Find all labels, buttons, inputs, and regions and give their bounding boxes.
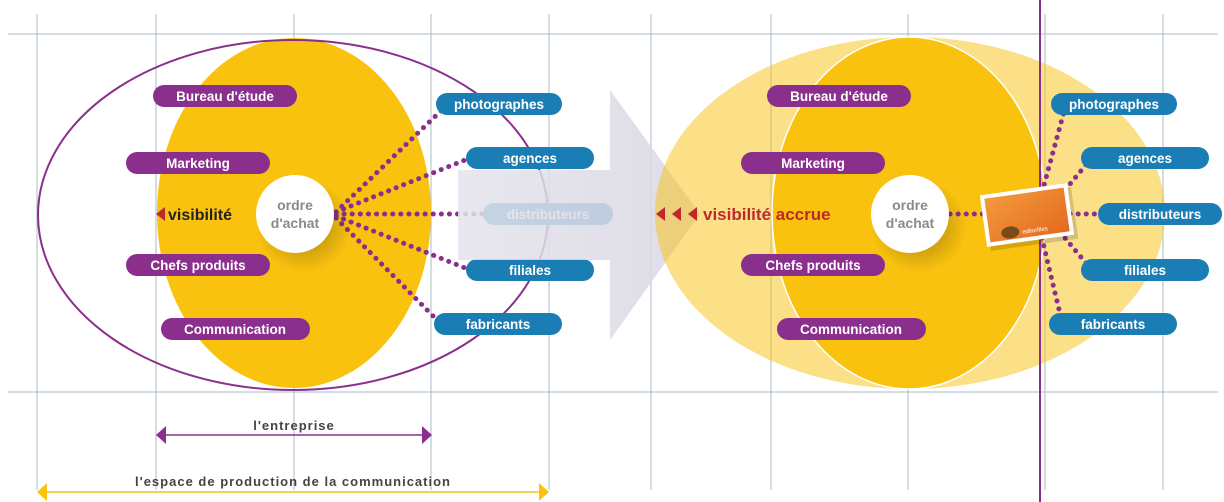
department-chefs-right: Chefs produits (741, 254, 885, 276)
department-communication-right: Communication (777, 318, 926, 340)
order-circle-right (871, 175, 949, 253)
department-marketing-right: Marketing (741, 152, 885, 174)
order-label-line1: ordre (277, 197, 313, 213)
company-span-left-arrow-icon (156, 426, 166, 444)
department-chefs-label: Chefs produits (150, 258, 245, 273)
partner-photographes-right: photographes (1051, 93, 1177, 115)
partner-filiales-label: filiales (509, 263, 551, 278)
visibility-accrue-label: visibilité accrue (703, 205, 831, 224)
production-span-label: l'espace de production de la communicati… (135, 474, 451, 489)
left-panel: ordre d'achat Bureau d'étude Marketing C… (37, 38, 613, 391)
production-span-right-arrow-icon (539, 483, 549, 501)
triple-arrow-icon (656, 207, 697, 221)
partner-photographes-right-label: photographes (1069, 97, 1159, 112)
company-span-right-arrow-icon (422, 426, 432, 444)
partner-filiales-right-label: filiales (1124, 263, 1166, 278)
department-marketing: Marketing (126, 152, 270, 174)
department-bureau-label: Bureau d'étude (176, 89, 274, 104)
partner-agences-right: agences (1081, 147, 1209, 169)
department-bureau: Bureau d'étude (153, 85, 297, 107)
department-communication: Communication (161, 318, 310, 340)
transition-arrow (458, 90, 700, 340)
department-marketing-label: Marketing (166, 156, 230, 171)
visibility-label: visibilité (168, 207, 232, 224)
card-logo-text: editorfiles (1022, 226, 1048, 236)
product-card: editorfiles (979, 183, 1079, 251)
company-span-label: l'entreprise (253, 418, 335, 433)
department-chefs: Chefs produits (126, 254, 270, 276)
partner-fabricants-label: fabricants (466, 317, 531, 332)
order-label-right-line1: ordre (892, 197, 928, 213)
partner-photographes: photographes (436, 93, 562, 115)
order-label-right-line2: d'achat (886, 215, 935, 231)
department-chefs-right-label: Chefs produits (765, 258, 860, 273)
partner-agences-right-label: agences (1118, 151, 1172, 166)
partner-fabricants-right-label: fabricants (1081, 317, 1146, 332)
partner-filiales-right: filiales (1081, 259, 1209, 281)
order-label-line2: d'achat (271, 215, 320, 231)
company-span: l'entreprise (156, 418, 432, 444)
card-illustration (1001, 226, 1020, 239)
department-bureau-right-label: Bureau d'étude (790, 89, 888, 104)
left-connectors (333, 101, 491, 326)
partner-filiales: filiales (466, 259, 594, 281)
partner-fabricants: fabricants (434, 313, 562, 335)
department-marketing-right-label: Marketing (781, 156, 845, 171)
partner-distributeurs-right: distributeurs (1098, 203, 1222, 225)
partner-fabricants-right: fabricants (1049, 313, 1177, 335)
production-span: l'espace de production de la communicati… (37, 474, 549, 501)
partner-agences-label: agences (503, 151, 557, 166)
visibility-arrow-icon (156, 207, 165, 221)
order-circle (256, 175, 334, 253)
department-communication-label: Communication (184, 322, 286, 337)
partner-distributeurs-right-label: distributeurs (1119, 207, 1202, 222)
partner-photographes-label: photographes (454, 97, 544, 112)
production-span-left-arrow-icon (37, 483, 47, 501)
right-panel: ordre d'achat Bureau d'étude Marketing C… (655, 0, 1222, 502)
department-bureau-right: Bureau d'étude (767, 85, 911, 107)
partner-agences: agences (466, 147, 594, 169)
department-communication-right-label: Communication (800, 322, 902, 337)
